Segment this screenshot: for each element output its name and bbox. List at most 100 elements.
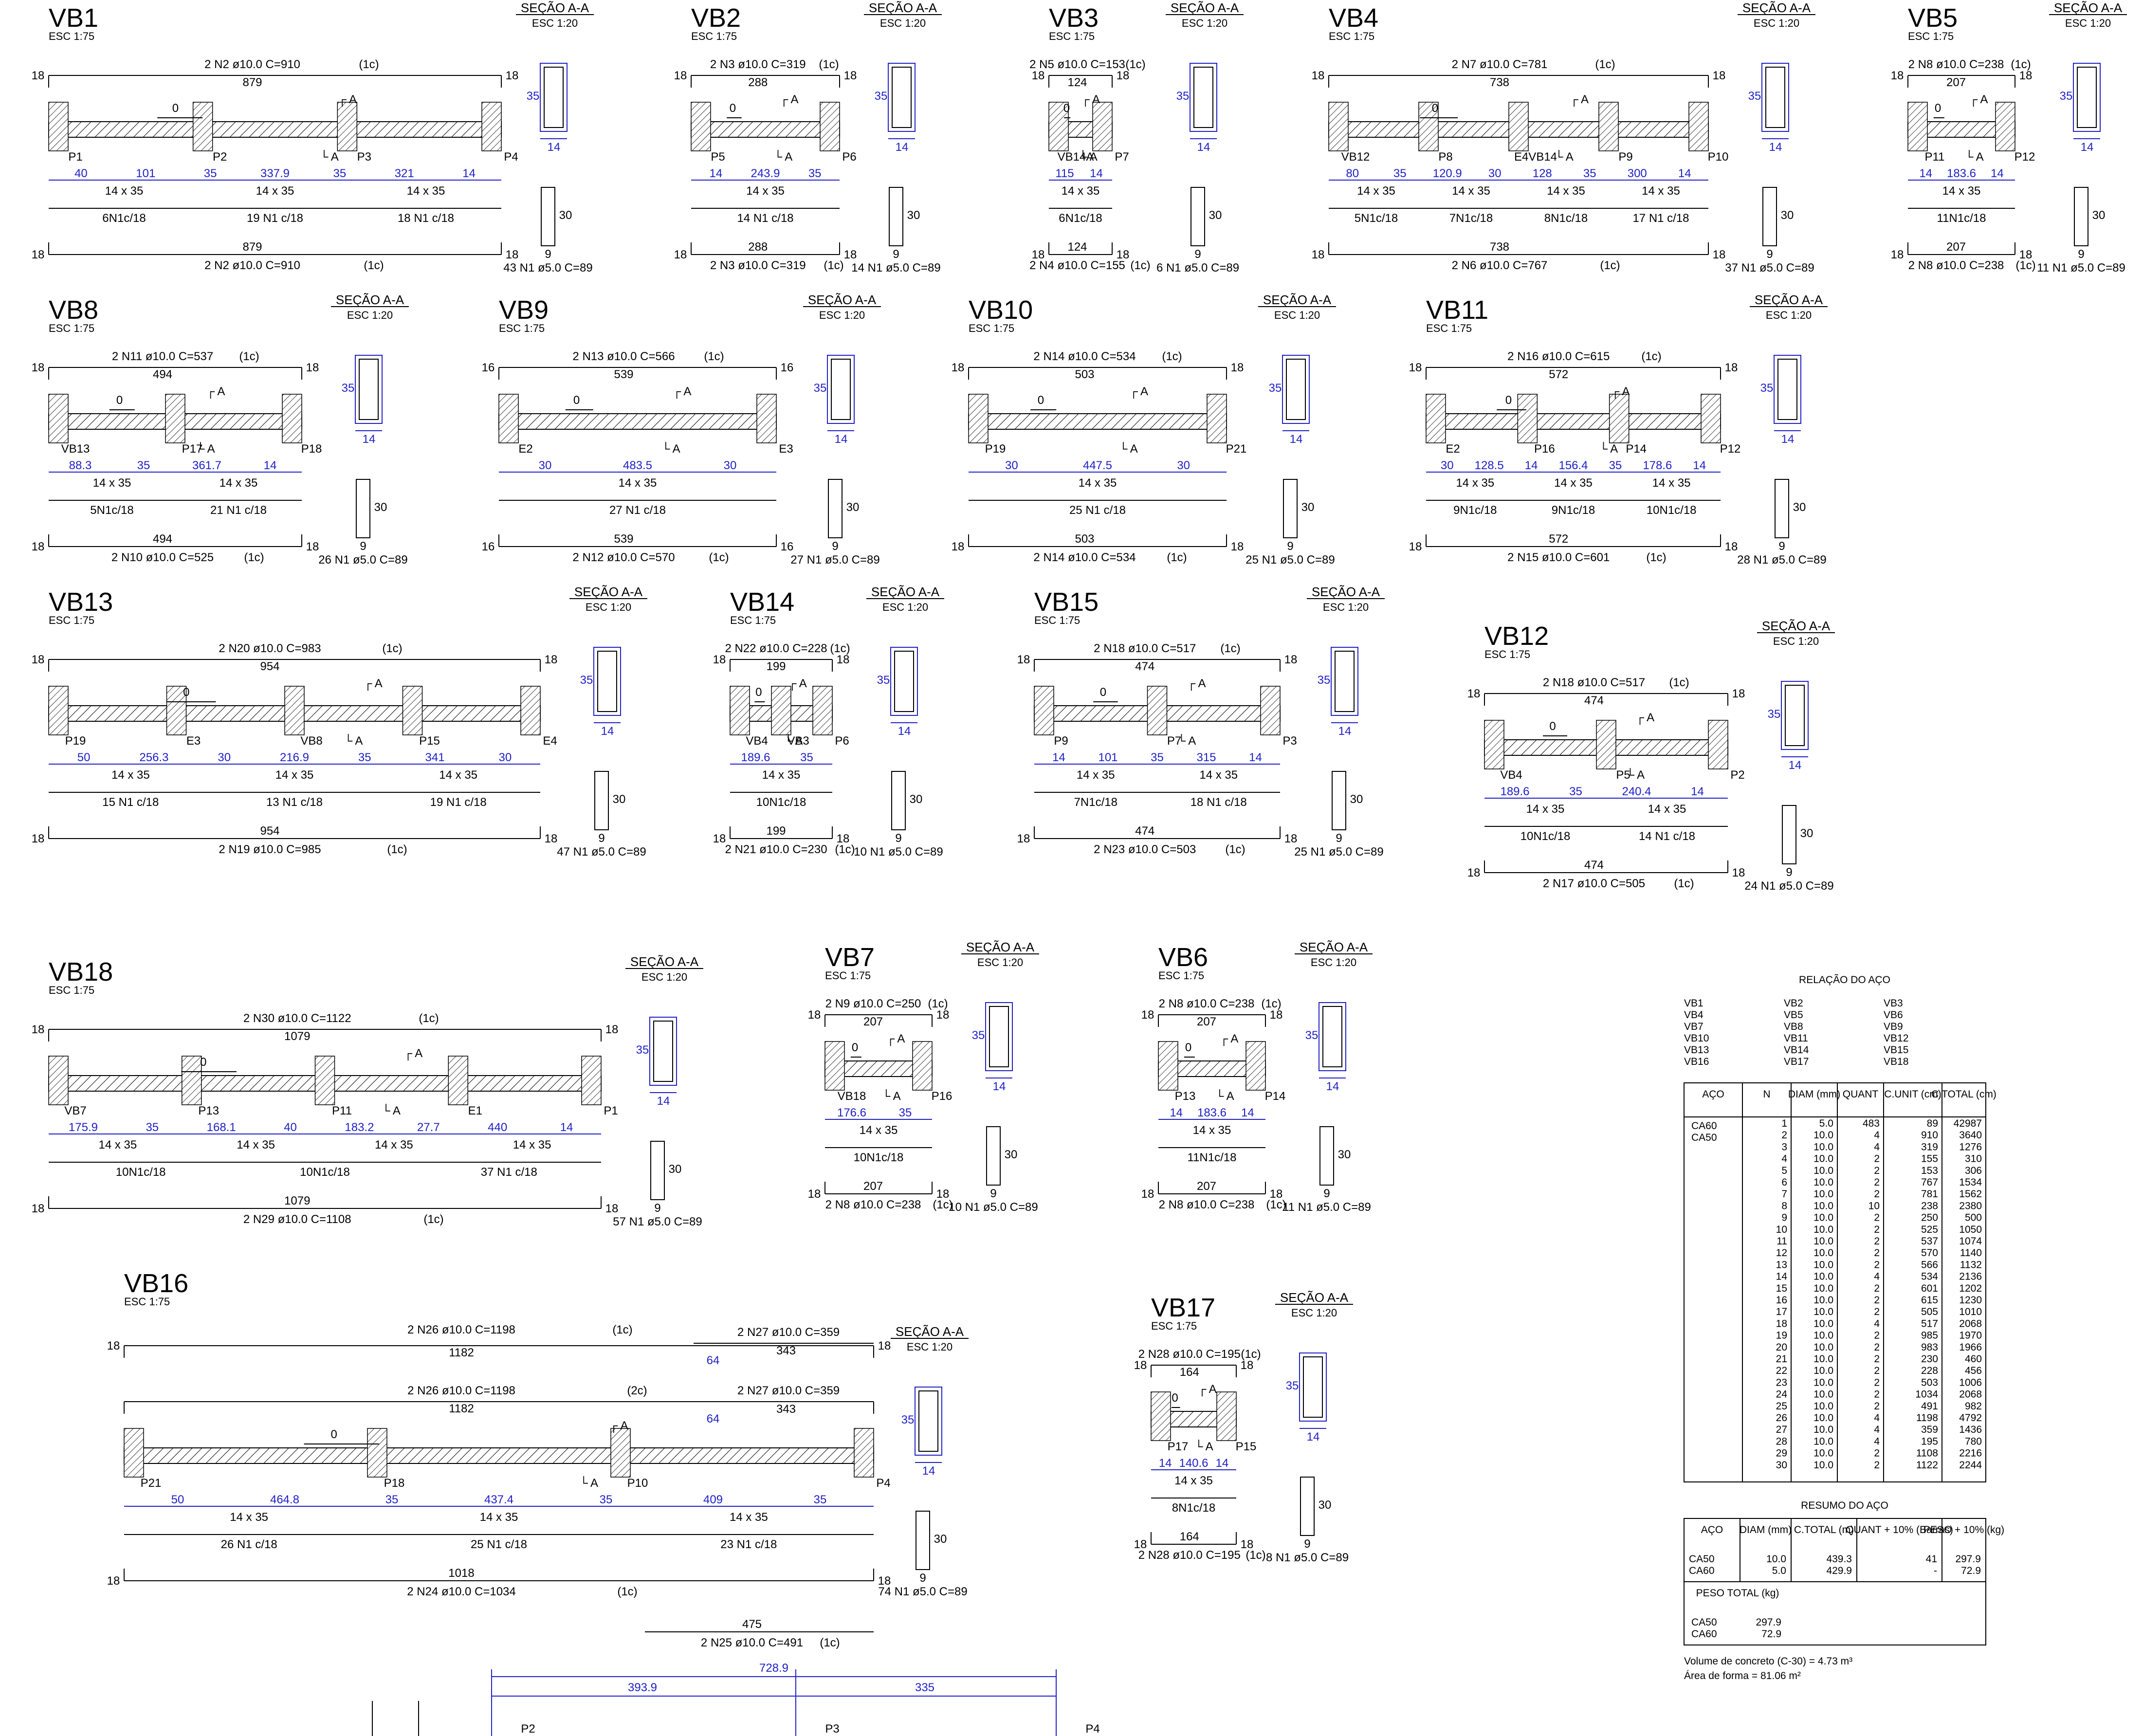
stirrup-count: 24 N1 ø5.0 C=89 bbox=[1744, 879, 1833, 893]
bottom-bar-label: 2 N4 ø10.0 C=155 bbox=[1029, 259, 1125, 272]
span-value: 183.2 bbox=[345, 1121, 374, 1134]
support-label: VB18 bbox=[838, 1090, 866, 1103]
section-cut-mark: ┌ A bbox=[338, 93, 357, 107]
stirrup-hook: 9 bbox=[895, 832, 901, 845]
anchor-right: 18 bbox=[306, 540, 319, 553]
beam-title: VB3 bbox=[1049, 3, 1099, 33]
bottom-bar-label: 2 N24 ø10.0 C=1034 bbox=[407, 1585, 516, 1598]
level-mark: 0 bbox=[755, 686, 762, 699]
stirrup-count: 11 N1 ø5.0 C=89 bbox=[1282, 1201, 1371, 1214]
support-column bbox=[581, 1056, 602, 1105]
level-mark: 0 bbox=[1549, 720, 1556, 733]
top-bar-label: 2 N22 ø10.0 C=228 bbox=[725, 642, 827, 655]
anchor-left: 18 bbox=[1312, 69, 1325, 82]
span-value: 216.9 bbox=[280, 751, 309, 764]
section-dim: 14 x 35 bbox=[439, 768, 477, 782]
layer-tag: (1c) bbox=[835, 843, 855, 856]
section-title: SEÇÃO A-A bbox=[630, 954, 699, 969]
anchor-right: 18 bbox=[506, 69, 519, 82]
span-value: 14 bbox=[1525, 459, 1538, 472]
relation-cell: 6 bbox=[1781, 1177, 1787, 1188]
stirrup-leg: 30 bbox=[1005, 1148, 1018, 1161]
span-value: 178.6 bbox=[1643, 459, 1672, 472]
relation-header: N bbox=[1763, 1089, 1770, 1100]
bottom-bar-label: 2 N12 ø10.0 C=570 bbox=[572, 551, 675, 564]
relation-cell: 10.0 bbox=[1813, 1283, 1833, 1294]
relation-cell: 18 bbox=[1776, 1318, 1787, 1329]
relation-cell: 2 bbox=[1874, 1342, 1880, 1353]
relation-cell: 2 bbox=[1874, 1389, 1880, 1400]
support-column bbox=[1048, 102, 1069, 151]
section-outline bbox=[888, 63, 916, 132]
span-value: 14 bbox=[1991, 167, 2004, 180]
stirrup-zone-label: 8N1c/18 bbox=[1544, 212, 1588, 225]
stirrup-outline bbox=[653, 1021, 673, 1082]
beam-title: VB17 bbox=[1151, 1293, 1215, 1322]
layer-tag: (1c) bbox=[1600, 259, 1620, 272]
support-column bbox=[968, 394, 989, 443]
top-bar-label: 2 N9 ø10.0 C=250 bbox=[825, 997, 921, 1010]
relation-cell: 10.0 bbox=[1813, 1271, 1833, 1282]
stirrup-zone-label: 7N1c/18 bbox=[1074, 796, 1117, 809]
relation-cell: 17 bbox=[1776, 1306, 1787, 1317]
section-scale: ESC 1:20 bbox=[347, 309, 393, 321]
section-outline bbox=[593, 647, 621, 716]
beam-scale: ESC 1:75 bbox=[124, 1296, 170, 1308]
span-value: 14 bbox=[709, 167, 722, 180]
section-dim: 14 x 35 bbox=[619, 476, 657, 490]
section-scale: ESC 1:20 bbox=[532, 17, 578, 29]
support-label: P21 bbox=[141, 1477, 162, 1490]
level-mark: 0 bbox=[1185, 1041, 1191, 1054]
bottom-bar-label: 2 N10 ø10.0 C=525 bbox=[111, 551, 214, 564]
bottom2-bar-label: 2 N25 ø10.0 C=491 bbox=[701, 1636, 803, 1649]
span-value: 35 bbox=[358, 751, 371, 764]
relation-cell: 4 bbox=[1874, 1318, 1880, 1329]
section-width: 14 bbox=[2081, 141, 2094, 154]
layer-tag: (1c) bbox=[359, 58, 379, 71]
support-column bbox=[1598, 102, 1619, 151]
support-label: VB14A bbox=[1058, 150, 1094, 164]
stirrup-hook: 9 bbox=[1778, 540, 1785, 553]
stirrup-outline bbox=[2077, 67, 2097, 128]
stirrup-zone-label: 14 N1 c/18 bbox=[737, 212, 793, 225]
beam-title: VB12 bbox=[1484, 621, 1549, 651]
stirrup-shape bbox=[828, 479, 843, 538]
detail-label: P4 bbox=[1085, 1722, 1099, 1736]
anchor-right: 18 bbox=[844, 248, 857, 261]
relation-beam: VB2 bbox=[1784, 998, 1803, 1009]
section-height: 35 bbox=[2060, 90, 2073, 103]
span-value: 35 bbox=[814, 1493, 827, 1506]
stirrup-shape bbox=[1762, 187, 1777, 246]
stirrup-outline bbox=[359, 359, 379, 420]
section-dim: 14 x 35 bbox=[111, 768, 150, 782]
support-column bbox=[192, 102, 213, 151]
span-value: 14 bbox=[1159, 1457, 1172, 1470]
relation-cell: 319 bbox=[1921, 1141, 1938, 1152]
beam-scale: ESC 1:75 bbox=[730, 614, 776, 626]
relation-cell: 2 bbox=[1874, 1401, 1880, 1412]
section-outline bbox=[1774, 355, 1801, 424]
relation-cell: 2 bbox=[1874, 1212, 1880, 1224]
anchor-left: 18 bbox=[1134, 1538, 1147, 1551]
bottom-length: 124 bbox=[1067, 240, 1087, 254]
section-dim: 14 x 35 bbox=[1174, 1474, 1213, 1487]
bottom-bar-label: 2 N8 ø10.0 C=238 bbox=[1908, 259, 2004, 272]
top-bar-label: 2 N8 ø10.0 C=238 bbox=[1908, 58, 2004, 71]
section-title: SEÇÃO A-A bbox=[1300, 940, 1368, 954]
span-value: 101 bbox=[1098, 751, 1117, 764]
relation-cell: 2 bbox=[1874, 1460, 1880, 1471]
section-cut-mark: └ A bbox=[1079, 150, 1097, 164]
anchor-left: 18 bbox=[1032, 69, 1045, 82]
beam-title: VB13 bbox=[49, 587, 113, 617]
support-column bbox=[1151, 1391, 1171, 1441]
relation-cell: 2 bbox=[1874, 1259, 1880, 1270]
stirrup-count: 74 N1 ø5.0 C=89 bbox=[878, 1585, 967, 1598]
anchor-right: 18 bbox=[605, 1202, 619, 1215]
support-column bbox=[610, 1428, 631, 1478]
span-value: 14 bbox=[1693, 459, 1706, 472]
stirrup-zone-label: 25 N1 c/18 bbox=[471, 1538, 527, 1551]
layer-tag: (1c) bbox=[1225, 843, 1245, 856]
bottom-length: 207 bbox=[863, 1180, 883, 1193]
